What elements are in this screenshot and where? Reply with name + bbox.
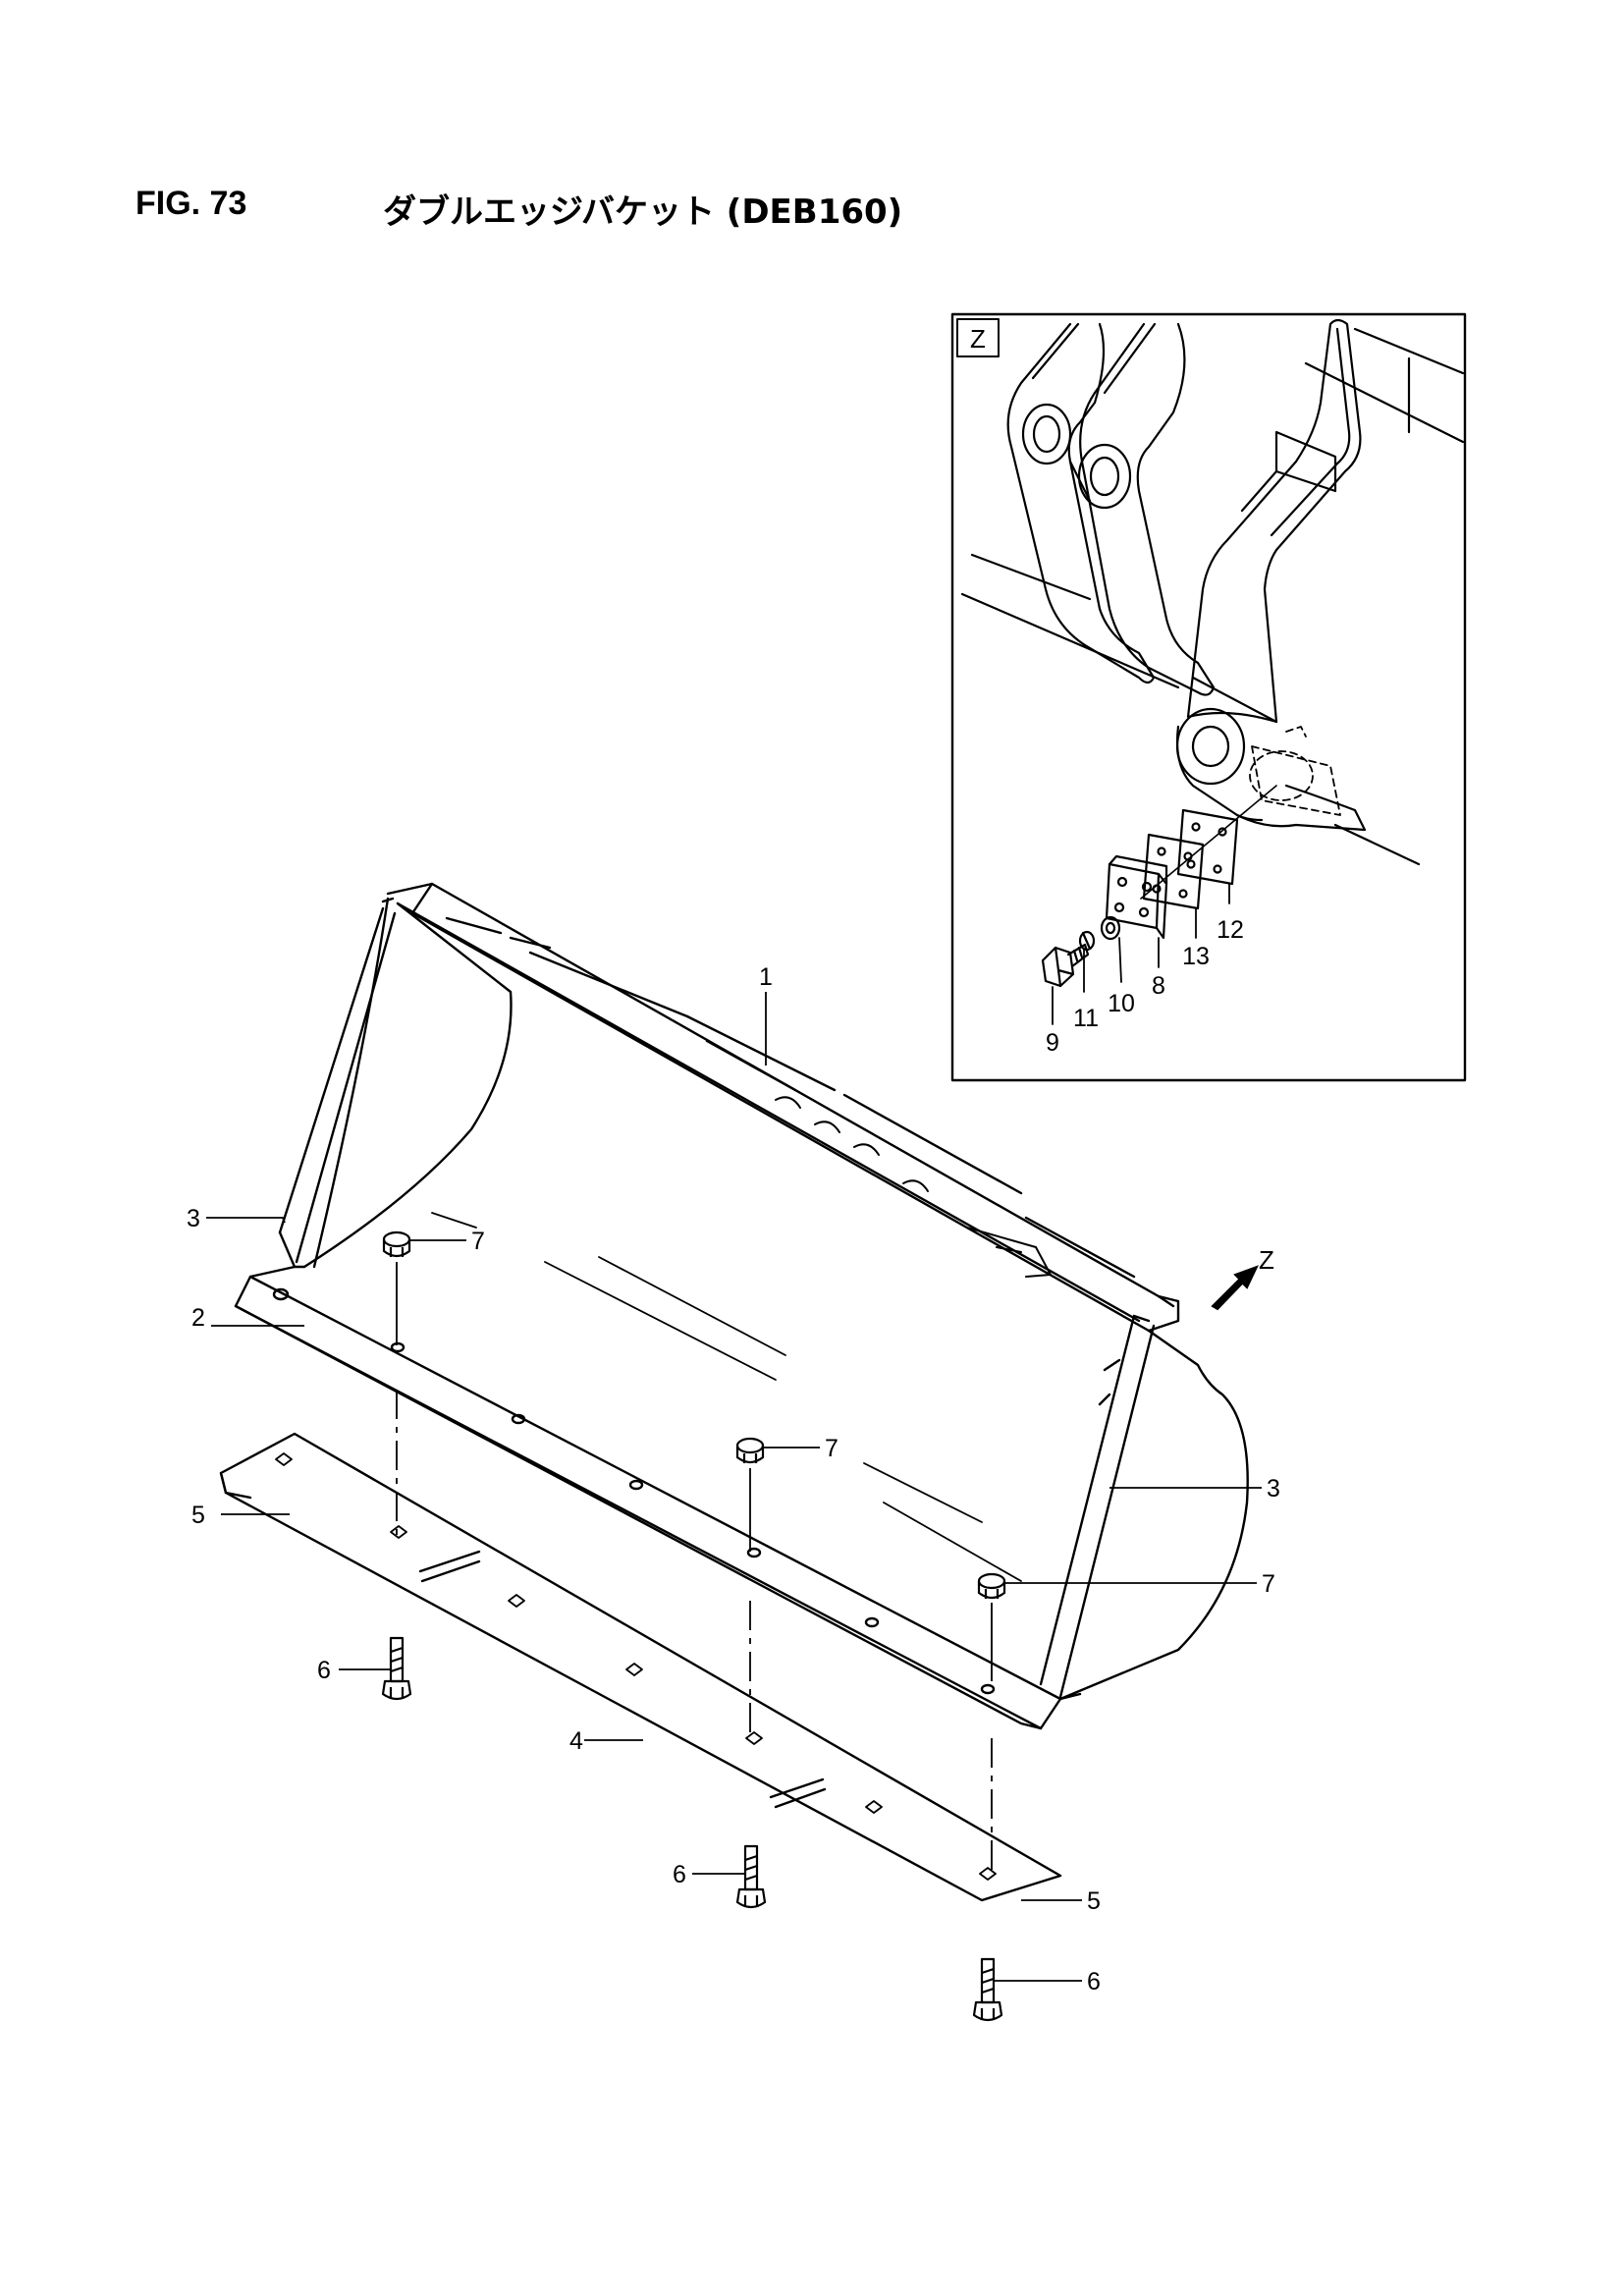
callout-7-right: 7 <box>1262 1570 1275 1598</box>
lift-arm-left <box>1006 322 1156 684</box>
hidden-plate-outline <box>1249 726 1341 816</box>
callout-6-left: 6 <box>317 1657 331 1684</box>
callout-13: 13 <box>1182 943 1210 970</box>
shim-plate-12 <box>1176 808 1239 886</box>
bucket-back-edge-line <box>960 592 1180 689</box>
callout-12: 12 <box>1217 916 1244 944</box>
callout-11: 11 <box>1073 1005 1099 1032</box>
detail-view-frame <box>950 312 1467 1082</box>
callout-5-right: 5 <box>1087 1887 1101 1915</box>
callout-6-middle: 6 <box>673 1861 686 1888</box>
blade-joint-left <box>418 1550 481 1573</box>
callout-7-middle: 7 <box>825 1435 839 1462</box>
side-plate-left <box>278 897 513 1269</box>
blade-joint-right <box>769 1777 825 1799</box>
callout-9: 9 <box>1046 1029 1059 1057</box>
view-z-arrow <box>1211 1265 1259 1311</box>
plow-bolt-right <box>972 1957 1003 2022</box>
figure-number: FIG. 73 <box>135 185 247 222</box>
rear-pins <box>775 1096 1052 1278</box>
cutting-edge-2 <box>234 1265 1082 1730</box>
plow-bolt-left <box>381 1636 412 1701</box>
detail-view-label: Z <box>970 324 986 354</box>
hex-nut-left <box>382 1230 411 1258</box>
side-plate-right <box>1039 1314 1249 1701</box>
detail-view-label-box <box>956 318 1000 357</box>
bucket-rim-segment <box>528 951 689 1018</box>
callout-2: 2 <box>191 1304 205 1332</box>
callout-3-right: 3 <box>1267 1475 1280 1503</box>
callout-4: 4 <box>569 1727 583 1755</box>
blade-assembly <box>219 1432 1062 1902</box>
figure-title: ダブルエッジバケット (DEB160) <box>383 192 903 232</box>
blade-outline <box>219 1432 1062 1902</box>
plow-bolts-6 <box>381 1636 1003 2022</box>
centre-lines <box>396 1262 993 1871</box>
bucket-floor-edge-line <box>1333 823 1421 866</box>
hex-nut-middle <box>735 1437 765 1464</box>
callout-10: 10 <box>1108 990 1135 1017</box>
bucket-assembly-1 <box>234 882 1249 1730</box>
wear-block-8 <box>1105 854 1168 940</box>
bucket-bracket <box>1175 318 1367 832</box>
view-arrow-label: Z <box>1259 1245 1274 1275</box>
hex-bolt-9 <box>1041 943 1090 988</box>
callout-6-right: 6 <box>1087 1968 1101 1995</box>
lift-arm-right <box>1077 322 1216 696</box>
callout-7-left: 7 <box>471 1228 485 1255</box>
callout-labels: 1 2 3 3 4 5 5 6 6 6 7 7 7 8 9 10 11 12 1… <box>187 916 1280 1995</box>
hex-nut-right <box>977 1572 1006 1600</box>
callout-leaders <box>206 992 1262 1982</box>
hex-nuts-7 <box>382 1230 1006 1600</box>
callout-3-left: 3 <box>187 1205 200 1232</box>
callout-5-left: 5 <box>191 1502 205 1529</box>
callout-1: 1 <box>759 963 773 991</box>
cutting-edge-holes <box>272 1287 996 1695</box>
bucket-back-edge-line <box>970 553 1092 601</box>
flat-washer-10 <box>1100 915 1121 941</box>
callout-8: 8 <box>1152 972 1165 1000</box>
plow-bolt-middle <box>735 1844 767 1909</box>
blade-bolt-holes <box>275 1452 997 1881</box>
detail-view-z <box>950 312 1467 1082</box>
